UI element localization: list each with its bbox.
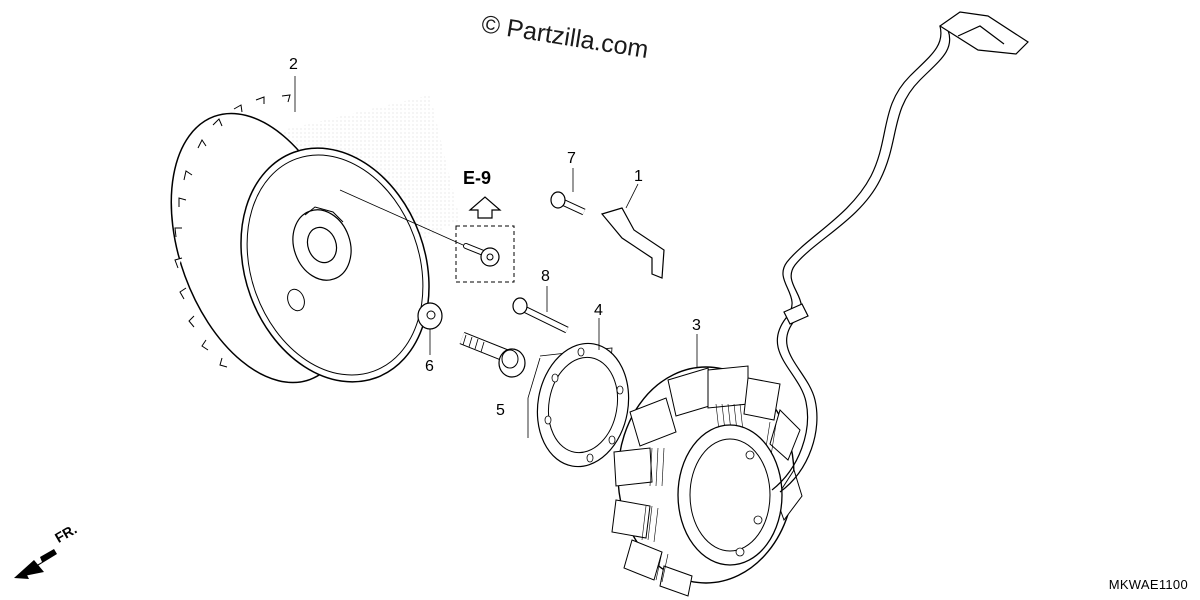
bolt-in-reference — [463, 243, 500, 267]
callout-8: 8 — [541, 268, 550, 285]
callout-1: 1 — [634, 168, 643, 185]
gasket — [527, 342, 630, 468]
reference-box — [339, 189, 515, 283]
reference-label: E-9 — [463, 168, 492, 188]
callout-5: 5 — [496, 402, 505, 419]
bracket-bolt — [550, 191, 586, 216]
stator-bolt — [512, 297, 569, 334]
wire-harness — [771, 11, 1029, 493]
leader-lines — [294, 76, 698, 368]
callout-7: 7 — [567, 150, 576, 167]
diagram-code: MKWAE1100 — [1108, 577, 1188, 592]
callout-4: 4 — [594, 302, 603, 319]
stator-bracket — [600, 207, 665, 279]
callout-2: 2 — [289, 56, 298, 73]
callout-3: 3 — [692, 317, 701, 334]
callout-6: 6 — [425, 358, 434, 375]
washer — [417, 302, 443, 330]
stator — [611, 365, 803, 597]
flywheel-bolt — [459, 331, 526, 378]
up-arrow-icon — [468, 196, 502, 219]
flywheel — [170, 94, 460, 384]
front-direction-arrow-icon — [14, 549, 57, 579]
